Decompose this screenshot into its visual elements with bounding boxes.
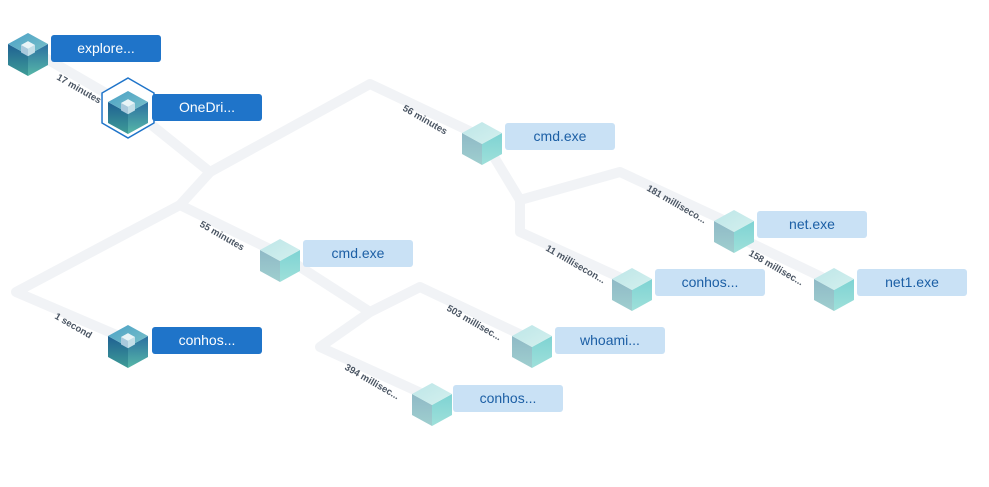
process-node-net1[interactable] — [814, 268, 854, 311]
cube-icon — [108, 325, 148, 368]
cube-icon — [412, 383, 452, 426]
cube-icon — [714, 210, 754, 253]
cube-icon — [612, 268, 652, 311]
edge-connector — [315, 307, 437, 403]
process-label-conhost2[interactable]: conhos... — [453, 385, 563, 412]
edge-connector — [515, 195, 637, 288]
process-label-conhost_main[interactable]: conhos... — [152, 327, 262, 354]
process-label-whoami[interactable]: whoami... — [555, 327, 665, 354]
process-label-explorer[interactable]: explore... — [51, 35, 161, 62]
process-label-conhost1[interactable]: conhos... — [655, 269, 765, 296]
process-node-conhost1[interactable] — [612, 268, 652, 311]
cube-icon — [108, 91, 148, 134]
process-node-conhost2[interactable] — [412, 383, 452, 426]
cube-icon — [260, 239, 300, 282]
process-label-cmd1[interactable]: cmd.exe — [505, 123, 615, 150]
process-node-whoami[interactable] — [512, 325, 552, 368]
edge-connector — [477, 132, 739, 230]
process-node-explorer[interactable] — [8, 33, 48, 76]
process-node-cmd1[interactable] — [462, 122, 502, 165]
cube-icon — [462, 122, 502, 165]
cube-icon — [512, 325, 552, 368]
cube-icon — [814, 268, 854, 311]
process-node-conhost_main[interactable] — [108, 325, 148, 368]
edge-connector — [123, 79, 487, 177]
process-node-onedrive[interactable] — [101, 77, 155, 139]
process-label-net1[interactable]: net1.exe — [857, 269, 967, 296]
process-label-onedrive[interactable]: OneDri... — [152, 94, 262, 121]
process-node-cmd2[interactable] — [260, 239, 300, 282]
process-node-net[interactable] — [714, 210, 754, 253]
process-label-cmd2[interactable]: cmd.exe — [303, 240, 413, 267]
cube-icon — [8, 33, 48, 76]
edge-connector — [11, 200, 185, 345]
edge-connector — [275, 249, 537, 345]
process-label-net[interactable]: net.exe — [757, 211, 867, 238]
